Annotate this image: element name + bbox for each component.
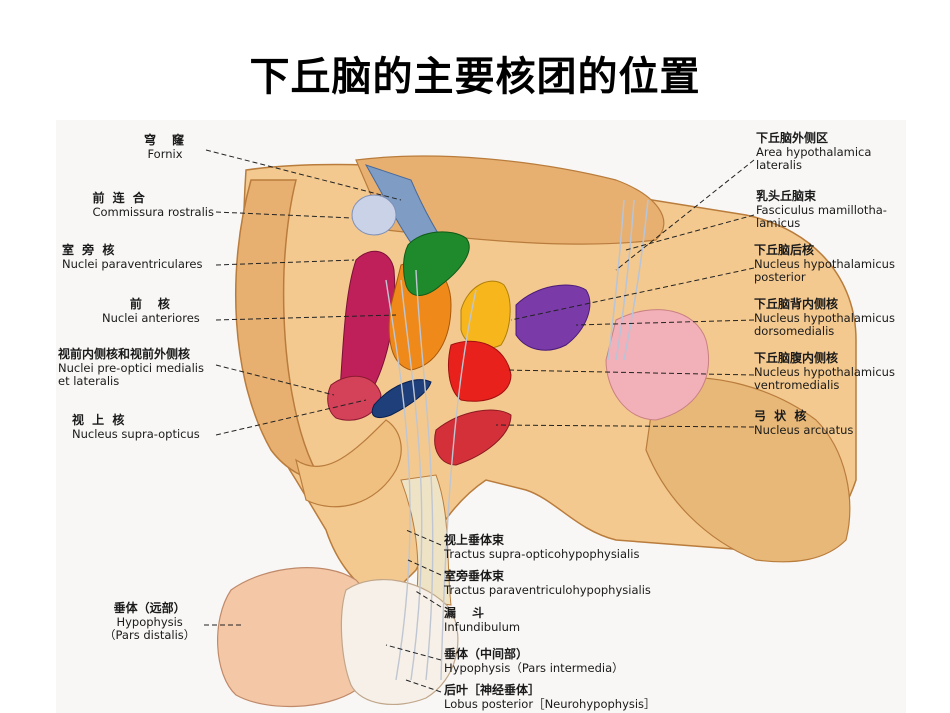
label-anterior: 前 核 Nuclei anteriores (102, 297, 200, 325)
label-tract-supraoptic: 视上垂体束 Tractus supra-opticohypophysialis (444, 533, 640, 561)
label-ventromedial: 下丘脑腹内侧核 Nucleus hypothalamicus ventromed… (754, 351, 895, 392)
infundibulum-stalk (400, 474, 452, 606)
commissura-shape (351, 194, 397, 236)
brainstem (645, 376, 851, 563)
page-title: 下丘脑的主要核团的位置 (249, 53, 701, 100)
label-infundibulum: 漏 斗 Infundibulum (444, 606, 521, 634)
preoptic-nucleus-shape (327, 375, 382, 421)
label-arcuate: 弓 状 核 Nucleus arcuatus (754, 409, 854, 437)
label-fornix: 穹 窿 Fornix (144, 133, 187, 161)
label-fasciculus: 乳头丘脑束 Fasciculus mamillotha- lamicus (756, 189, 887, 230)
mamillothalamic-fibers (607, 199, 649, 361)
label-pars-intermedia: 垂体（中间部） Hypophysis（Pars intermedia） (444, 647, 624, 675)
label-area-lateralis: 下丘脑外侧区 Area hypothalamica lateralis (756, 131, 872, 172)
anatomy-figure: 穹 窿 Fornix 前 连 合 Commissura rostralis 室 … (56, 120, 906, 713)
label-pars-distalis: 垂体（远部） Hypophysis （Pars distalis） (104, 601, 196, 642)
arcuate-nucleus-shape (434, 409, 512, 466)
leader-lines (204, 149, 755, 693)
neurohypophysis-shape (340, 579, 459, 705)
dorsomedial-nucleus-shape (515, 284, 591, 351)
label-neurohypophysis: 后叶［神经垂体］ Lobus posterior［Neurohypophysis… (444, 683, 656, 711)
anatomy-illustration (204, 149, 857, 708)
label-commissura-rostralis: 前 连 合 Commissura rostralis (92, 191, 214, 219)
optic-chiasm-fold (295, 419, 402, 508)
label-preoptic: 视前内侧核和视前外侧核 Nuclei pre-optici medialis e… (58, 347, 204, 388)
label-dorsomedial: 下丘脑背内侧核 Nucleus hypothalamicus dorsomedi… (754, 297, 895, 338)
green-nucleus-shape (403, 231, 470, 296)
label-posterior: 下丘脑后核 Nucleus hypothalamicus posterior (754, 243, 895, 284)
label-tract-paraventricular: 室旁垂体束 Tractus paraventriculohypophysiali… (444, 569, 651, 597)
label-supraoptic: 视 上 核 Nucleus supra-opticus (72, 413, 200, 441)
label-paraventricular: 室 旁 核 Nuclei paraventriculares (62, 243, 203, 271)
thalamus-top (355, 155, 665, 245)
mamillary-region (605, 309, 710, 421)
nerve-fibers (385, 269, 477, 681)
